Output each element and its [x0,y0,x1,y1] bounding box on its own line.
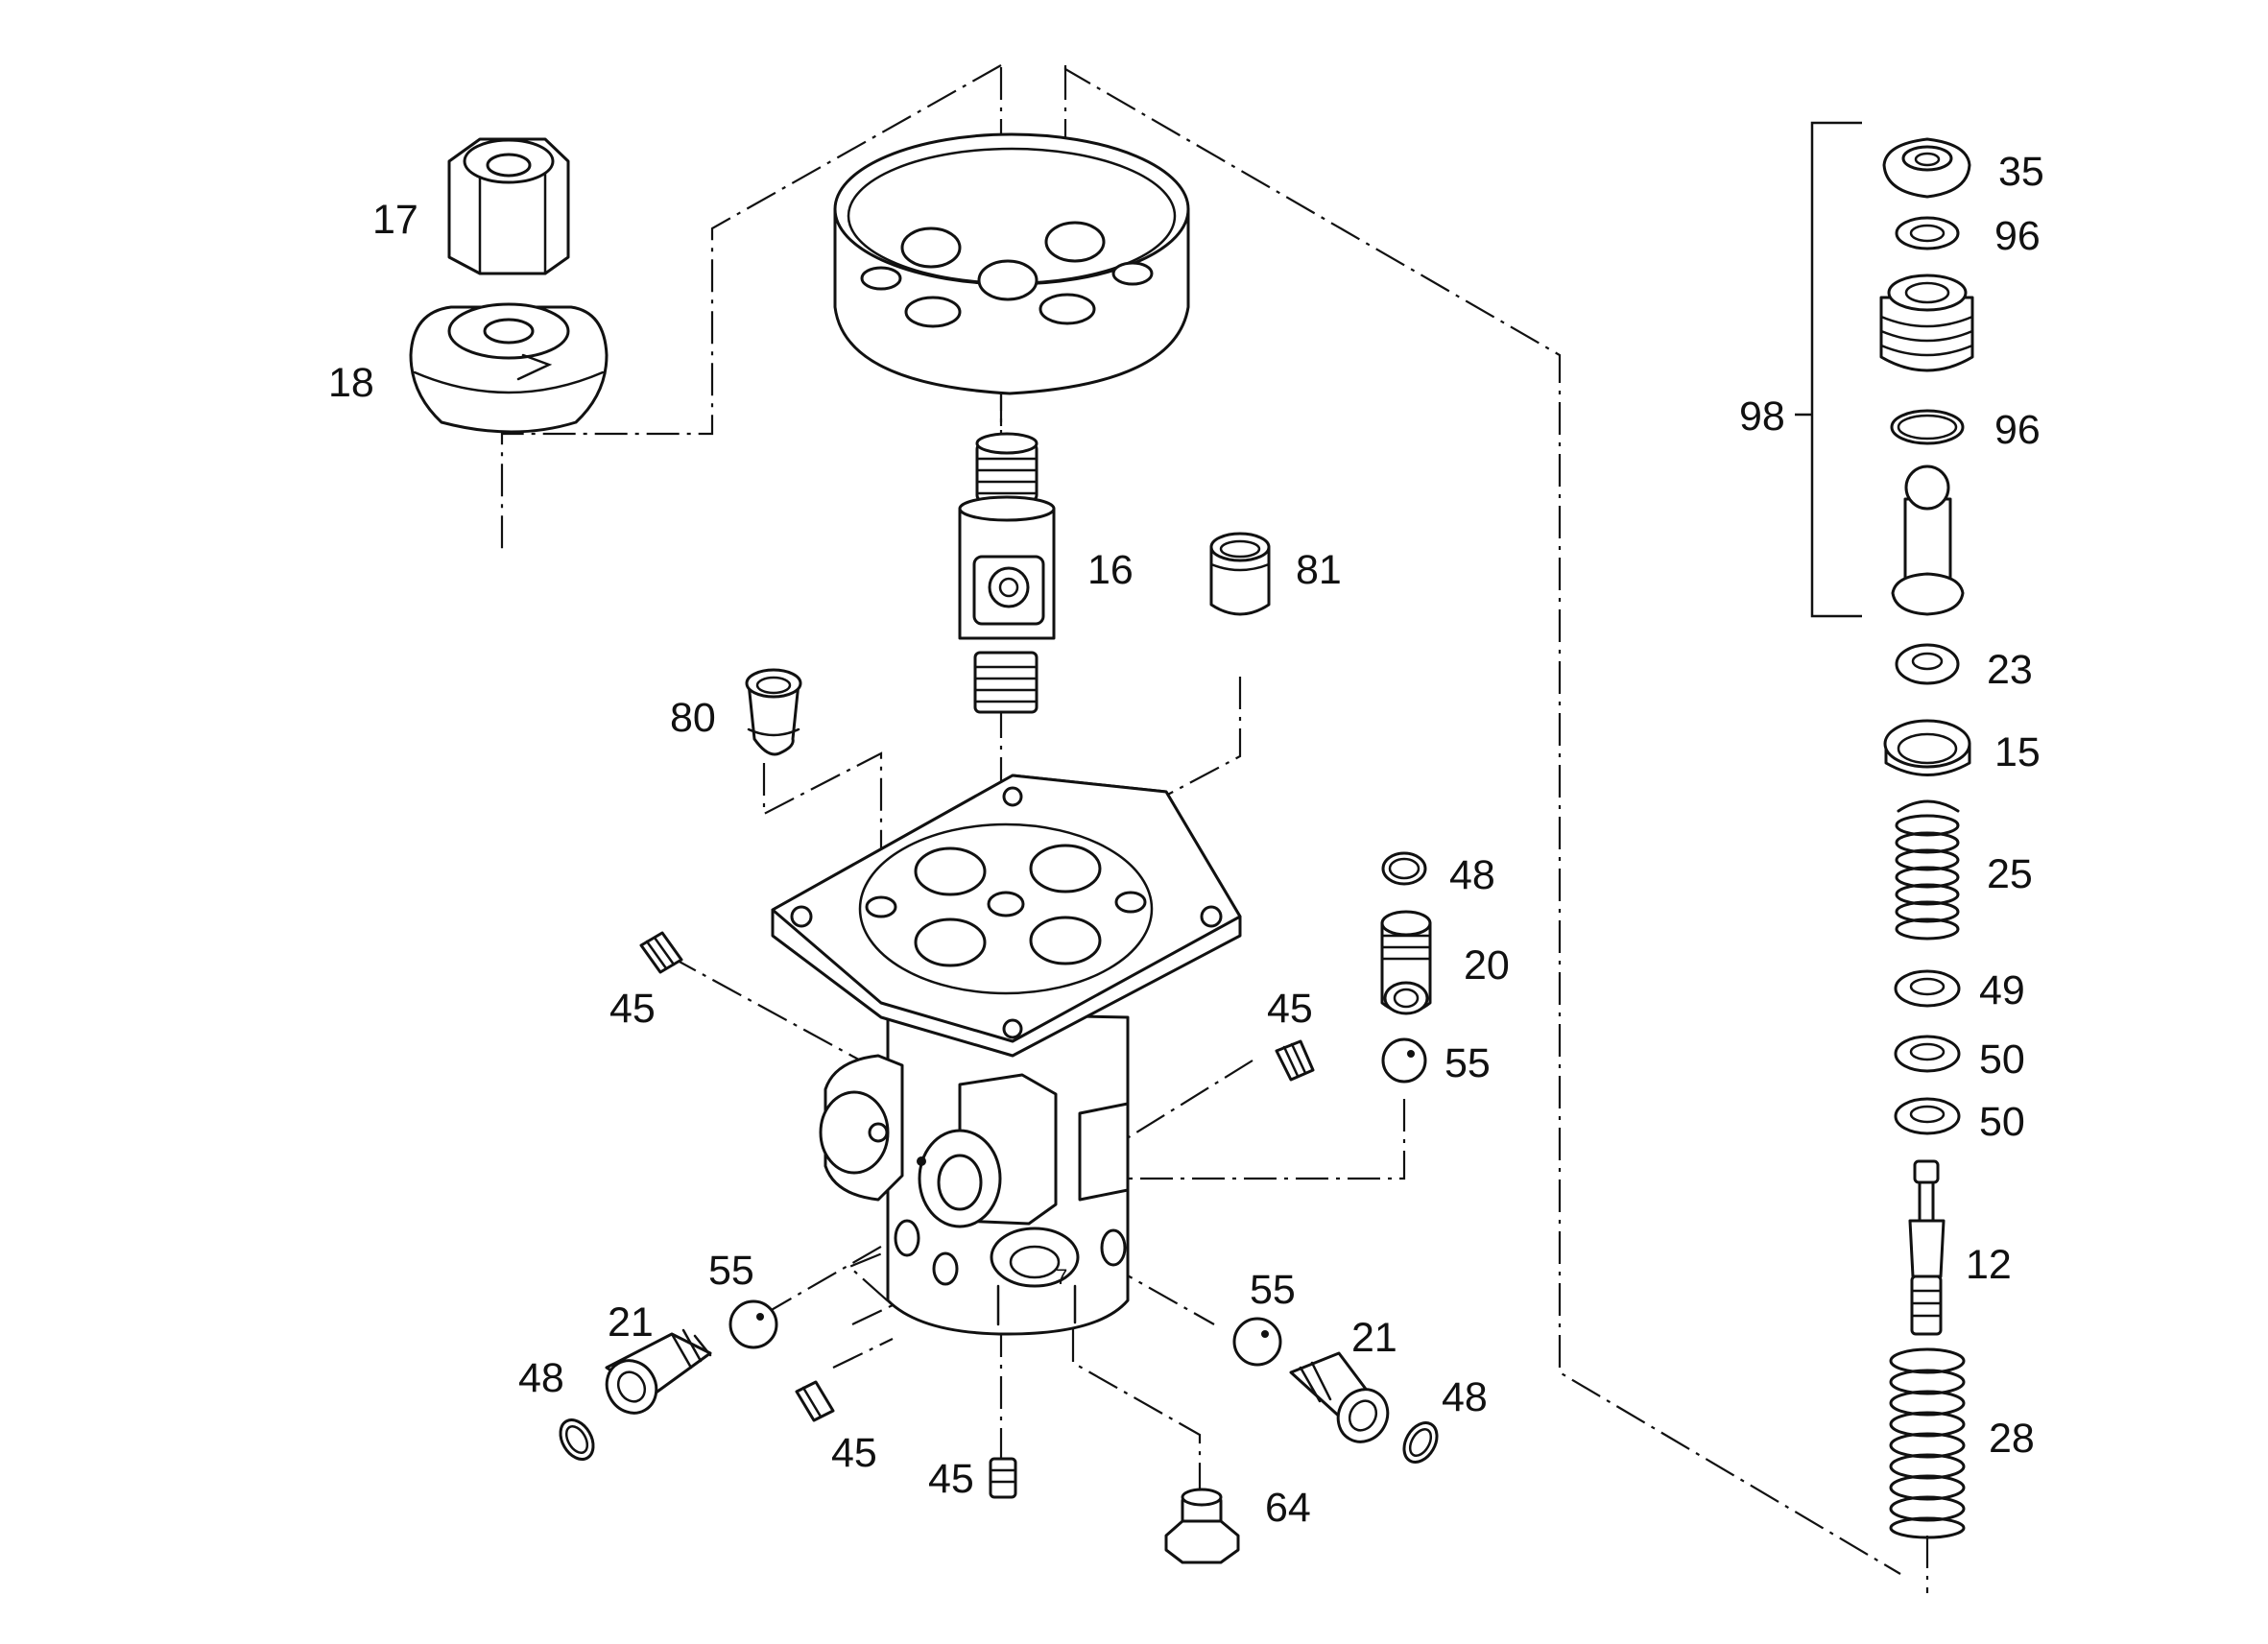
part-12-valve-stem [1908,1159,1946,1336]
part-55-ball-left [728,1299,778,1349]
part-20-fitting [1380,910,1432,1015]
callout-17: 17 [372,197,418,243]
callout-45-left: 45 [609,986,656,1032]
part-50-washer-a [1894,1035,1961,1073]
callout-16: 16 [1087,547,1134,593]
part-45-set-screw-left [639,931,683,974]
part-98-plunger [1891,465,1965,616]
callout-55-right: 55 [1250,1267,1296,1313]
callout-15: 15 [1994,729,2041,775]
callout-98: 98 [1739,393,1785,440]
callout-48-left: 48 [518,1355,564,1401]
part-21-fitting-left [605,1328,712,1415]
part-98-piston [1879,274,1974,372]
part-96-ring-b [1890,409,1965,445]
callout-48-right: 48 [1442,1374,1488,1420]
right-valve-stack [1795,121,1974,1539]
callout-64: 64 [1265,1485,1311,1531]
part-28-spring [1889,1347,1966,1539]
part-15-spring-cup [1883,719,1971,776]
part-96-ring-a [1895,216,1960,250]
callout-45-lower: 45 [831,1430,877,1476]
main-valve-body: 7 [771,774,1242,1336]
part-48-o-ring-right [1402,1421,1439,1464]
part-55-ball-right [1232,1317,1282,1367]
callout-50-a: 50 [1979,1036,2025,1083]
part-18-domed-washer [409,302,609,434]
callout-21-left: 21 [608,1299,654,1346]
callout-80: 80 [670,695,716,741]
bracket-98 [1810,121,1862,618]
callout-48-top: 48 [1449,852,1495,898]
callout-55-top: 55 [1444,1040,1491,1086]
part-64-plug [1164,1488,1240,1564]
part-81-sleeve [1209,532,1271,616]
callout-25: 25 [1987,851,2033,897]
part-45-set-screw-lower [795,1380,835,1422]
callout-49: 49 [1979,967,2025,1013]
casting-mark: 7 [1056,1265,1067,1289]
callout-96-a: 96 [1994,213,2041,259]
callout-20: 20 [1464,942,1510,989]
callout-labels: 17 18 16 81 80 45 45 48 20 55 55 55 21 2… [328,149,2044,1531]
part-49-washer [1894,969,1961,1008]
part-50-washer-b [1894,1097,1961,1135]
callout-45-bottom: 45 [928,1456,974,1502]
assembly-lines [500,64,1929,1593]
callout-45-right: 45 [1267,986,1313,1032]
part-21-fitting-right [1289,1351,1390,1443]
callout-50-b: 50 [1979,1099,2025,1145]
part-23-split-washer [1895,643,1960,685]
part-80-bushing [745,668,802,756]
part-45-set-screw-right [1275,1039,1315,1082]
part-48-o-ring-top [1381,851,1427,886]
part-17-hex-nut [447,137,570,275]
callout-81: 81 [1296,547,1342,593]
part-35-cap [1882,137,1971,199]
callout-21-right: 21 [1351,1315,1397,1361]
callout-35: 35 [1998,149,2044,195]
callout-55-left: 55 [708,1248,754,1294]
callout-28: 28 [1989,1416,2035,1462]
callout-23: 23 [1987,647,2033,693]
part-55-ball-top [1381,1037,1427,1084]
part-top-cover-cup [833,132,1190,395]
part-45-set-screw-bottom [989,1457,1017,1499]
callout-96-b: 96 [1994,407,2041,453]
callout-18: 18 [328,360,374,406]
callout-12: 12 [1966,1242,2012,1288]
part-48-o-ring-left [559,1418,595,1461]
part-16-push-rod [958,432,1056,714]
part-25-spring [1895,799,1960,941]
